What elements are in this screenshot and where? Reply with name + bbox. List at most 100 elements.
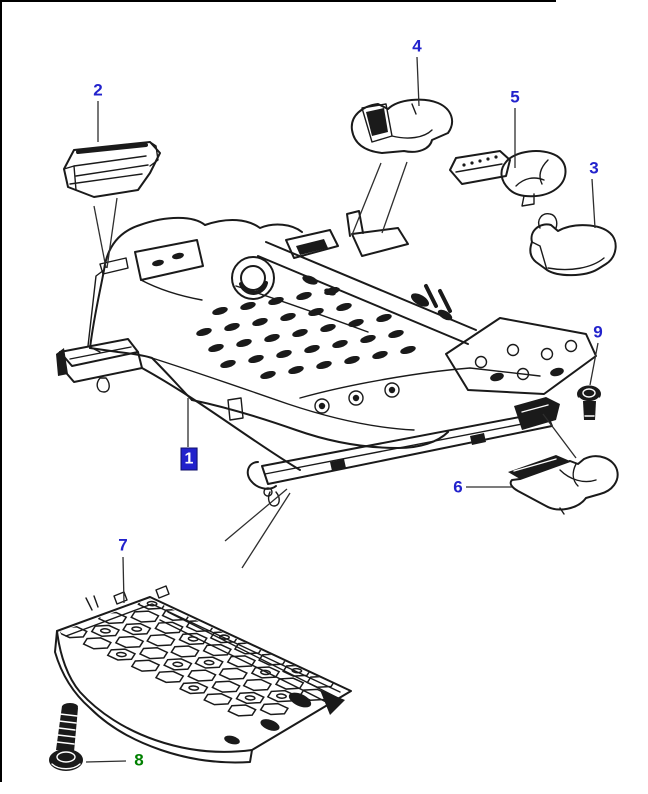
part-seat-base-pan-shape (155, 585, 170, 599)
part-fixing-bolt-shape (58, 720, 77, 724)
hex-cell (118, 621, 155, 637)
part-seat-frame-assembly-shape (506, 343, 520, 357)
part-seat-frame-assembly-shape (514, 397, 560, 430)
pan-perforation-pattern (196, 286, 416, 380)
part-adjuster-handle-cover (449, 150, 567, 207)
part-side-trim-bracket (63, 141, 161, 198)
hex-boss (243, 695, 256, 701)
part-seat-frame-assembly-shape (240, 265, 266, 291)
part-seat-frame-assembly-shape (239, 281, 268, 295)
part-seat-frame-assembly-shape (490, 372, 504, 382)
pan-slot-hole (400, 345, 416, 355)
pan-slot-hole (332, 339, 348, 349)
part-seat-frame-assembly-shape (352, 394, 360, 402)
part-adjuster-handle-cover-shape (515, 177, 545, 187)
hex-boss (290, 668, 303, 674)
part-seat-frame-assembly-shape (151, 357, 415, 431)
part-seat-frame-assembly-shape (384, 382, 400, 398)
part-seat-frame-assembly-shape (227, 397, 244, 421)
pan-slot-hole (336, 302, 352, 312)
pan-slot-hole (252, 317, 268, 327)
part-seat-base-pan-shape (320, 690, 345, 715)
part-seat-frame-assembly-shape (318, 402, 326, 410)
hex-boss (145, 601, 158, 607)
leader-callout-9 (589, 342, 599, 386)
leader-part-2b (106, 197, 118, 269)
part-side-trim-bracket-shape (76, 143, 148, 154)
hex-cell (199, 642, 236, 658)
pan-slot-hole (360, 334, 376, 344)
part-fixing-bolt-shape (57, 734, 76, 738)
callout-8[interactable]: 8 (134, 750, 144, 770)
hex-boss (259, 670, 272, 676)
part-seat-base-pan-shape (93, 595, 99, 608)
part-adjuster-handle-cover-shape (470, 161, 474, 165)
part-seat-frame-assembly-shape (299, 367, 541, 399)
part-seat-frame-assembly-shape (204, 219, 303, 233)
pan-slot-hole (212, 306, 228, 316)
part-adjuster-handle-cover-shape (478, 159, 482, 163)
part-seat-frame-assembly-shape (410, 293, 430, 307)
hex-cell (215, 666, 252, 682)
pan-slot-hole (280, 312, 296, 322)
hex-cell (207, 679, 244, 695)
leader-part-4b (381, 161, 408, 234)
part-seat-frame-assembly-shape (69, 346, 132, 360)
hex-cell (103, 647, 140, 663)
hex-cell (223, 653, 260, 669)
page-border (0, 0, 556, 782)
hex-cell (54, 624, 91, 640)
part-seat-base-pan (54, 585, 352, 764)
part-seat-frame-assembly-shape (470, 433, 486, 445)
part-seat-frame-assembly-shape (346, 210, 364, 237)
callout-6[interactable]: 6 (453, 477, 463, 497)
hex-cell (111, 634, 148, 650)
part-seat-base-pan-shape (56, 596, 352, 753)
hex-cell (135, 645, 172, 661)
callout-7[interactable]: 7 (118, 535, 128, 555)
hex-boss (187, 685, 200, 691)
callout-5[interactable]: 5 (510, 87, 520, 107)
pan-slot-hole (276, 349, 292, 359)
hex-boss (99, 628, 112, 634)
pan-slot-hole (344, 355, 360, 365)
hex-boss (130, 626, 143, 632)
callout-2[interactable]: 2 (93, 80, 103, 100)
callout-4[interactable]: 4 (412, 36, 422, 56)
part-seat-frame-assembly-shape (474, 355, 488, 369)
part-seat-base-pan-shape (260, 719, 280, 731)
part-release-handle-cover-shape (350, 98, 454, 154)
leader-front-foot-a (224, 488, 288, 542)
pan-slot-hole (240, 301, 256, 311)
part-seat-frame-assembly-shape (231, 256, 275, 300)
part-seat-frame-assembly-shape (264, 418, 549, 475)
part-seat-frame-assembly-shape (89, 216, 206, 349)
callout-3[interactable]: 3 (589, 158, 599, 178)
part-seat-frame-assembly-shape (296, 239, 328, 255)
hex-cell (150, 620, 187, 636)
leader-callout-4 (416, 56, 420, 107)
hex-cell (142, 632, 179, 648)
callout-9[interactable]: 9 (593, 322, 603, 342)
part-side-trim-bracket-shape (69, 173, 143, 185)
part-adjuster-handle-cover-shape (539, 159, 549, 185)
hex-cell (190, 655, 227, 671)
hex-cell (87, 623, 124, 639)
part-seat-frame-assembly-shape (564, 339, 578, 353)
part-seat-base-pan-shape (288, 692, 312, 708)
pan-slot-hole (388, 329, 404, 339)
hex-boss (186, 636, 199, 642)
hex-cell (183, 668, 220, 684)
part-release-handle-cover-shape (391, 129, 433, 139)
callout-1[interactable]: 1 (180, 447, 198, 471)
part-release-handle-cover (350, 98, 454, 154)
hex-boss (218, 634, 231, 640)
part-recliner-handle-cover-shape (547, 257, 605, 271)
part-seat-frame-assembly (56, 210, 597, 507)
part-seat-frame-assembly-shape (152, 259, 164, 267)
part-seat-frame-assembly-shape (540, 347, 554, 361)
leader-part-2a (93, 205, 107, 269)
hex-cell (223, 703, 260, 719)
